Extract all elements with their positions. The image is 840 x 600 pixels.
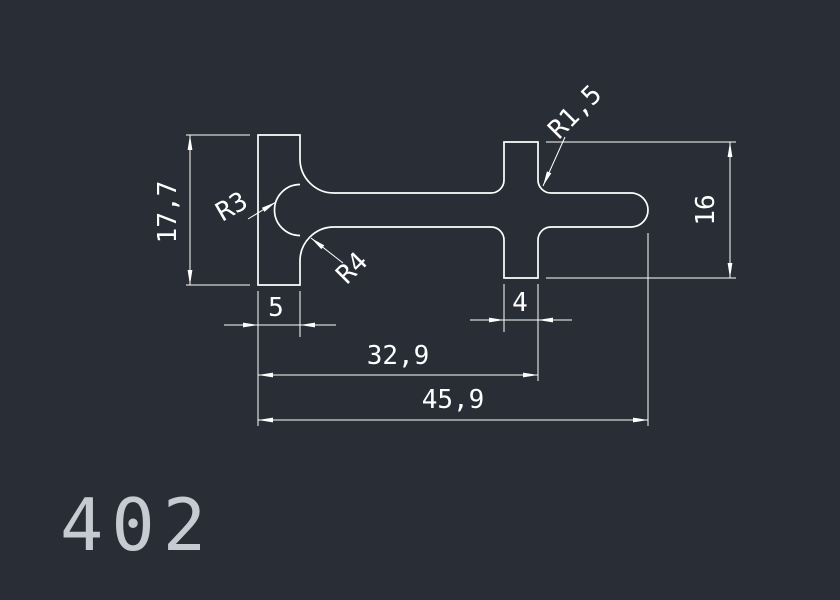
dim-mid-length: 32,9 — [257, 284, 539, 426]
dim-label-left-height: 17,7 — [153, 181, 183, 244]
dim-right-bar-width: 4 — [470, 284, 572, 332]
dim-label-right-height: 16 — [691, 194, 721, 225]
leader-line — [542, 136, 566, 187]
dim-overall-length: 45,9 — [258, 233, 649, 426]
dim-left-height: 17,7 — [153, 134, 250, 286]
dim-left-bar-width: 5 — [224, 291, 336, 337]
dim-label-overall-length: 45,9 — [422, 385, 485, 415]
dim-label-right-bar-width: 4 — [512, 288, 528, 318]
dim-label-left-bar-width: 5 — [268, 293, 284, 323]
dim-label-mid-length: 32,9 — [367, 341, 430, 371]
part-number-label: 402 — [60, 483, 214, 567]
leader-line — [310, 237, 344, 264]
dim-right-height: 16 — [546, 141, 736, 279]
leader-line — [247, 201, 277, 220]
profile-outline — [257, 134, 649, 286]
